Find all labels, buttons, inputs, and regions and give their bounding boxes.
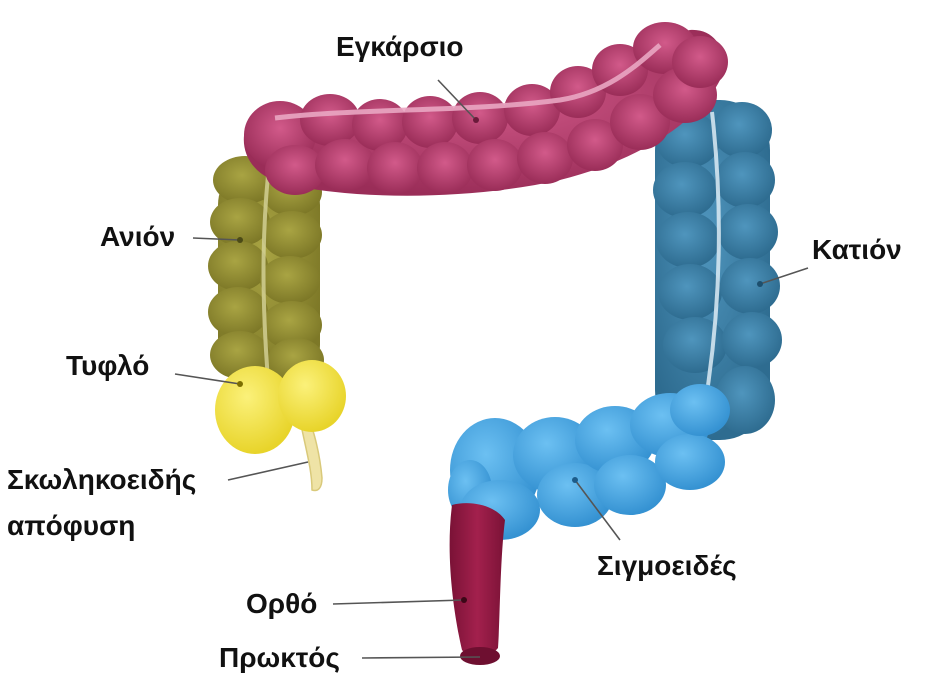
label-ascending: Ανιόν: [100, 221, 176, 252]
leader-line-sigmoid: [574, 479, 621, 541]
leader-dot-transverse: [473, 117, 479, 123]
leader-line-descending: [759, 267, 809, 285]
leader-dot-sigmoid: [572, 477, 578, 483]
label-transverse: Εγκάρσιο: [336, 31, 464, 62]
leader-dot-cecum: [237, 381, 243, 387]
leader-dot-rectum: [461, 597, 467, 603]
leader-line-rectum: [332, 599, 465, 605]
leader-line-appendix: [227, 461, 309, 481]
label-appendix-line1: Σκωληκοειδής: [7, 464, 197, 495]
leader-line-ascending: [192, 237, 241, 241]
transverse-colon: [243, 22, 728, 196]
leader-lines: [174, 79, 809, 659]
leader-line-cecum: [174, 373, 241, 385]
sigmoid-colon: [448, 384, 730, 540]
label-cecum: Τυφλό: [66, 350, 150, 381]
rectum: [449, 503, 505, 665]
label-descending: Κατιόν: [812, 234, 902, 265]
leader-dot-ascending: [237, 237, 243, 243]
label-sigmoid: Σιγμοειδές: [597, 550, 737, 581]
descending-colon: [653, 100, 782, 440]
leader-line-transverse: [437, 79, 477, 121]
appendix-shape: [299, 417, 323, 492]
label-appendix-line2: απόφυση: [7, 510, 136, 541]
ascending-colon: [208, 156, 324, 390]
cecum: [215, 360, 346, 492]
leader-line-anus: [361, 656, 481, 659]
label-rectum: Ορθό: [246, 588, 318, 619]
label-anus: Πρωκτός: [219, 642, 340, 673]
leader-dot-descending: [757, 281, 763, 287]
